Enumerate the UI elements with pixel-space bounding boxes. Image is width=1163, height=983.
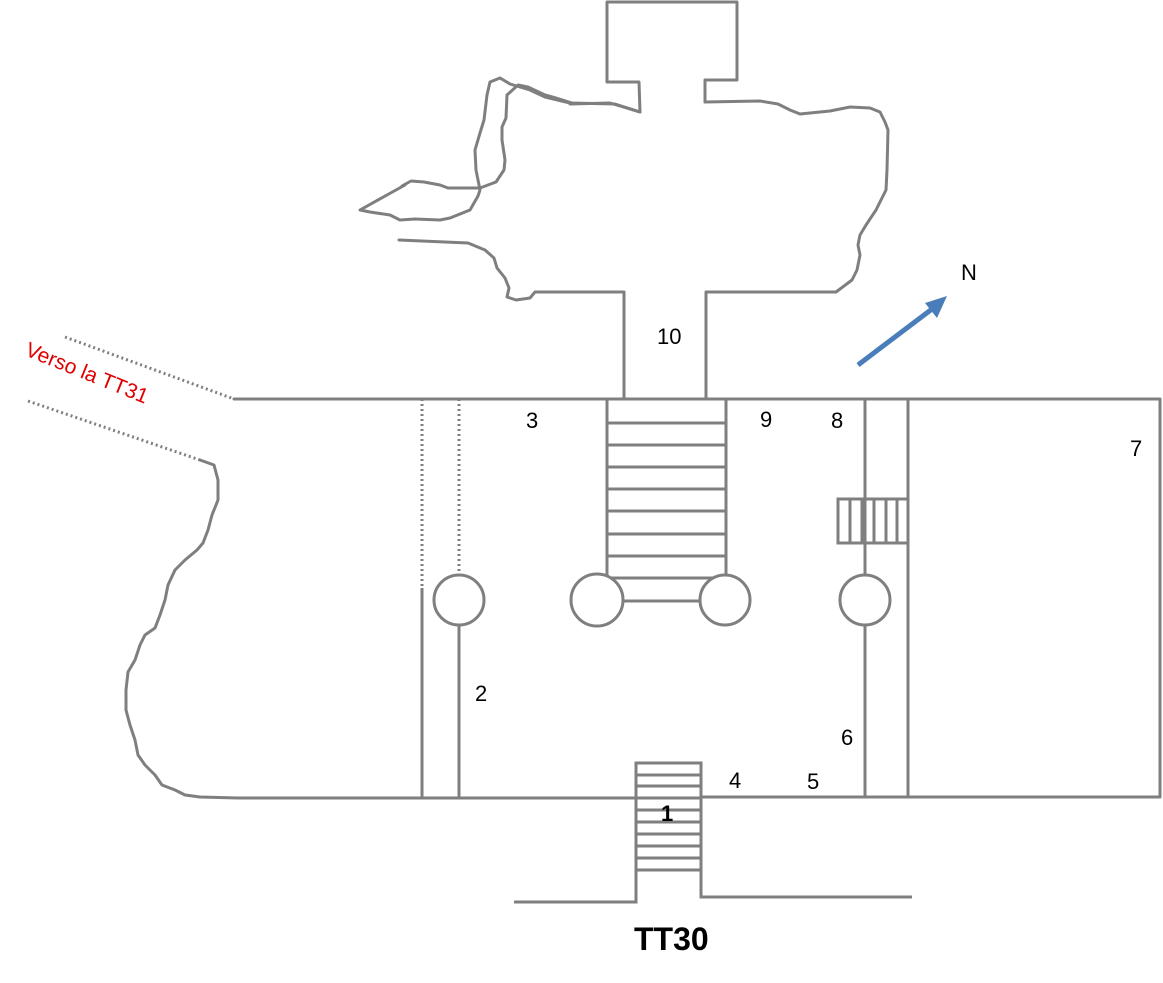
passage-line-lower — [27, 399, 201, 462]
room-number-7: 7 — [1130, 436, 1142, 461]
left-cave-wall — [124, 458, 240, 800]
tomb-title: TT30 — [634, 921, 709, 957]
north-label: N — [961, 260, 977, 285]
north-arrow-icon — [856, 296, 947, 367]
pillar-right — [838, 573, 892, 627]
room-number-4: 4 — [729, 768, 741, 793]
room-number-2: 2 — [475, 681, 487, 706]
upper-cave-left-wall-b — [400, 83, 642, 190]
upper-cave-left-wall — [358, 76, 642, 222]
passage-line-upper — [64, 335, 235, 401]
main-hall-top-wall — [232, 397, 1162, 799]
room-number-6: 6 — [841, 725, 853, 750]
entrance-stair-steps — [636, 773, 701, 872]
pillar-left — [432, 573, 486, 627]
room-number-1: 1 — [661, 801, 673, 826]
direction-label: Verso la TT31 — [22, 338, 151, 408]
upper-niche-wall — [605, 0, 739, 114]
upper-cave-lower-left-wall — [397, 238, 626, 400]
entrance-stair-sides — [514, 761, 912, 904]
upper-cave-right-wall — [703, 99, 890, 400]
room-number-9: 9 — [760, 407, 772, 432]
pillar-center-right — [698, 573, 752, 627]
room-number-3: 3 — [526, 408, 538, 433]
right-small-stair-steps — [848, 499, 899, 543]
room-number-10: 10 — [657, 324, 681, 349]
pillar-center-left — [569, 572, 625, 628]
room-number-5: 5 — [807, 769, 819, 794]
central-stair-steps — [607, 421, 726, 580]
room-number-8: 8 — [831, 408, 843, 433]
